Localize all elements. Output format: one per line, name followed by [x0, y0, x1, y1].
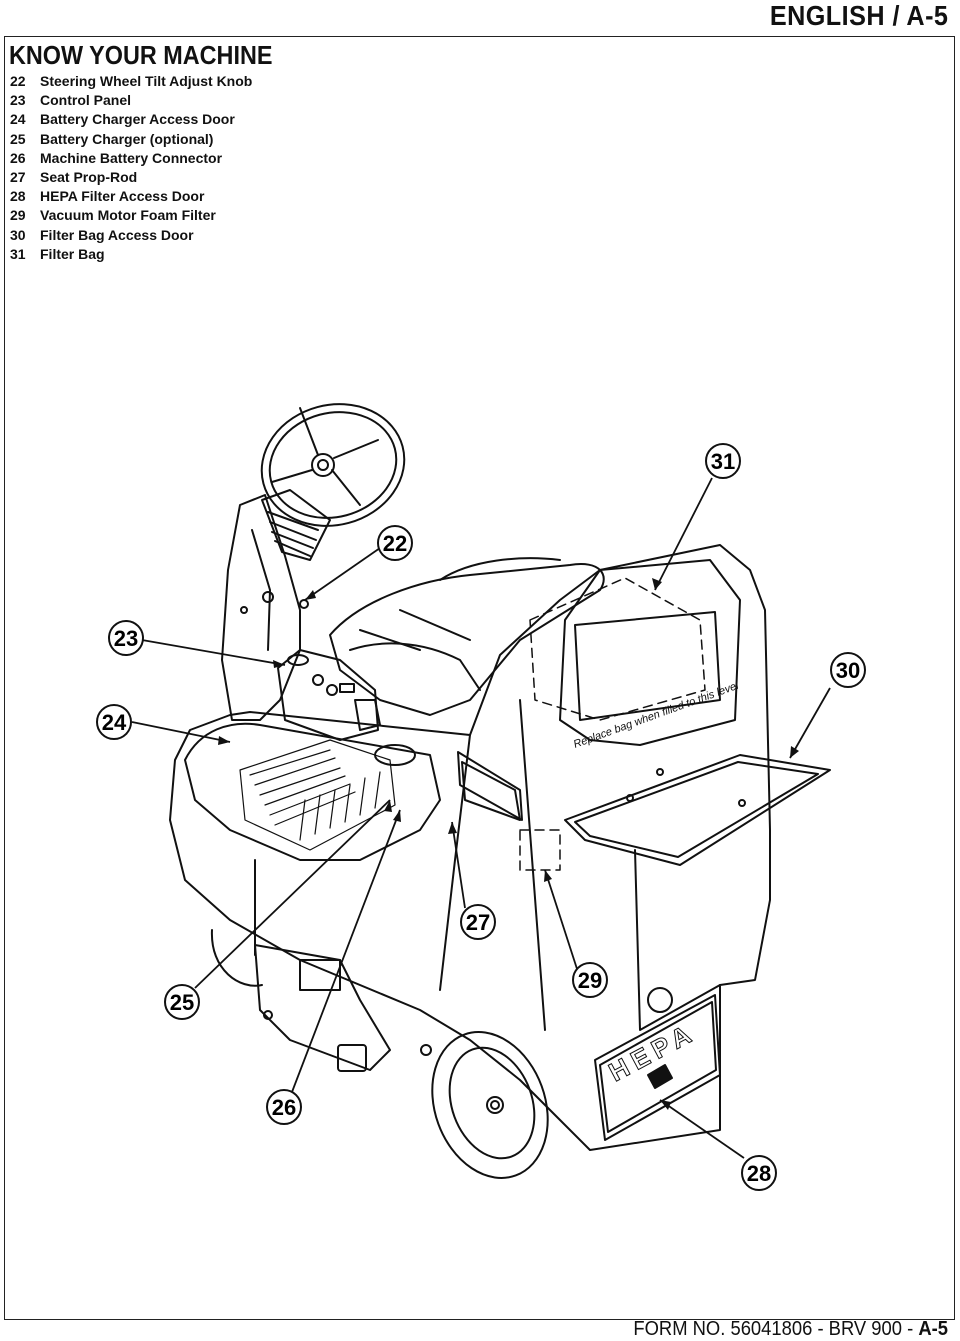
legend-label: HEPA Filter Access Door	[40, 188, 205, 205]
page-number: A-5	[918, 1318, 948, 1340]
legend-label: Control Panel	[40, 92, 132, 109]
callout-26: 26	[266, 1089, 302, 1125]
callout-number: 22	[383, 531, 407, 556]
machine-body	[169, 544, 771, 1151]
callout-23: 23	[108, 620, 144, 656]
callout-25: 25	[164, 984, 200, 1020]
callout-27: 27	[460, 904, 496, 940]
arrowhead-28	[660, 1100, 671, 1110]
leader-line-27	[451, 821, 466, 909]
leader-line-22	[304, 547, 381, 601]
page-header-title: ENGLISH / A-5	[769, 0, 948, 31]
legend-number: 24	[10, 111, 26, 128]
hepa-filter-access-door	[594, 987, 721, 1141]
legend-item: 27 Seat Prop-Rod	[10, 168, 252, 187]
side-vent	[457, 751, 523, 821]
legend-label: Vacuum Motor Foam Filter	[40, 207, 216, 224]
legend-item: 25 Battery Charger (optional)	[10, 130, 252, 149]
lower-chassis	[210, 929, 432, 1072]
arrowhead-27	[448, 822, 457, 834]
leader-line-31	[654, 477, 713, 591]
parts-legend: 22 Steering Wheel Tilt Adjust Knob 23 Cont…	[10, 72, 252, 264]
callout-number: 28	[747, 1161, 771, 1186]
legend-number: 26	[10, 149, 26, 166]
leader-line-29	[544, 869, 579, 973]
callout-number: 31	[711, 449, 735, 474]
legend-item: 24 Battery Charger Access Door	[10, 110, 252, 129]
legend-label: Steering Wheel Tilt Adjust Knob	[40, 73, 253, 89]
legend-number: 30	[10, 226, 26, 243]
control-panel	[277, 649, 416, 766]
legend-label: Battery Charger Access Door	[40, 111, 235, 128]
legend-item: 29 Vacuum Motor Foam Filter	[10, 206, 252, 225]
steering-wheel	[260, 403, 406, 527]
arrowhead-30	[790, 746, 799, 758]
leader-line-24	[131, 721, 231, 743]
arrowhead-29	[544, 870, 552, 882]
callout-number: 26	[272, 1095, 296, 1120]
legend-item: 28 HEPA Filter Access Door	[10, 187, 252, 206]
legend-number: 23	[10, 92, 26, 109]
legend-number: 25	[10, 130, 26, 147]
section-title: KNOW YOUR MACHINE	[9, 40, 273, 70]
callout-number: 24	[102, 710, 127, 735]
legend-label: Filter Bag Access Door	[40, 226, 194, 243]
legend-item: 22 Steering Wheel Tilt Adjust Knob	[10, 72, 252, 91]
callout-number: 27	[466, 910, 490, 935]
legend-item: 30 Filter Bag Access Door	[10, 226, 252, 245]
legend-label: Seat Prop-Rod	[40, 169, 138, 186]
filter-bag-access-door	[564, 754, 831, 866]
legend-label: Filter Bag	[40, 245, 105, 262]
leader-line-23	[141, 639, 286, 666]
arrowhead-23	[273, 660, 285, 668]
arrowhead-24	[218, 736, 230, 745]
leader-line-26	[291, 809, 401, 1093]
legend-item: 31 Filter Bag	[10, 245, 252, 264]
arrowhead-22	[305, 590, 316, 600]
arrowhead-25	[384, 800, 392, 812]
callout-22: 22	[377, 525, 413, 561]
filter-bag-outline	[519, 577, 706, 871]
leader-line-30	[789, 687, 831, 759]
callout-number: 25	[170, 990, 194, 1015]
legend-number: 28	[10, 188, 26, 205]
leader-line-25	[194, 799, 391, 989]
callout-24: 24	[96, 704, 132, 740]
page-footer: FORM NO. 56041806 - BRV 900 - A-5	[633, 1318, 948, 1341]
rear-wheel	[431, 1031, 549, 1179]
callout-29: 29	[572, 962, 608, 998]
callout-30: 30	[830, 652, 866, 688]
legend-label: Machine Battery Connector	[40, 149, 223, 166]
page-frame	[4, 36, 955, 1320]
legend-number: 27	[10, 169, 26, 186]
arrowhead-26	[393, 810, 401, 822]
legend-label: Battery Charger (optional)	[40, 130, 214, 147]
steering-column	[221, 489, 331, 721]
callout-31: 31	[705, 443, 741, 479]
legend-number: 22	[10, 73, 26, 89]
callout-number: 30	[836, 658, 860, 683]
leader-line-28	[659, 1099, 745, 1159]
operator-seat	[329, 557, 605, 716]
callout-28: 28	[741, 1155, 777, 1191]
form-number: FORM NO. 56041806 - BRV 900 -	[633, 1318, 919, 1340]
legend-number: 31	[10, 245, 26, 262]
callout-number: 23	[114, 626, 138, 651]
battery-charger	[239, 739, 396, 851]
callout-number: 29	[578, 968, 602, 993]
arrowhead-31	[652, 578, 662, 590]
legend-number: 29	[10, 207, 26, 224]
legend-item: 26 Machine Battery Connector	[10, 149, 252, 168]
legend-item: 23 Control Panel	[10, 91, 252, 110]
